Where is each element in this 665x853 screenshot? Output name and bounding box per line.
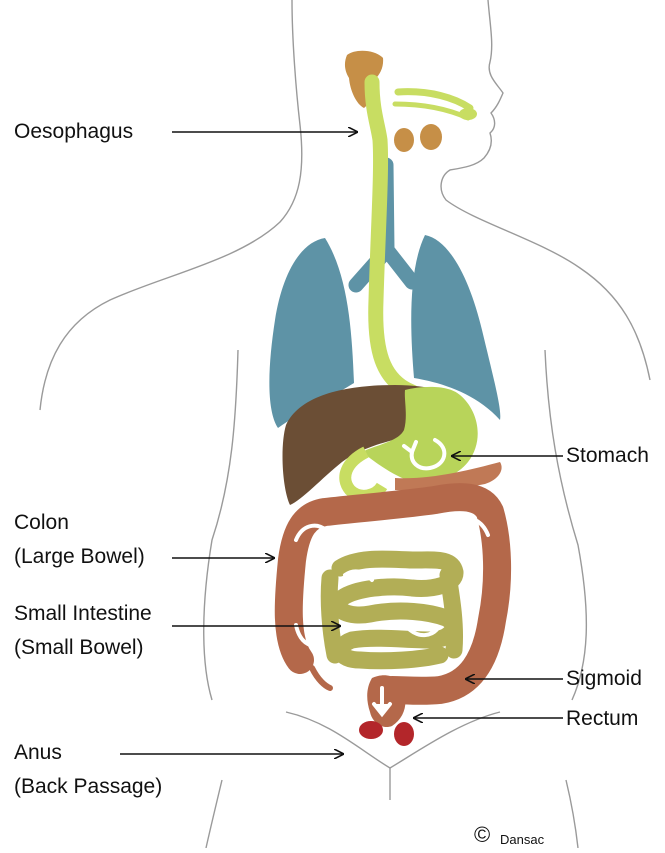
label-small-intestine-subtitle: (Small Bowel) [14, 637, 144, 658]
copyright-symbol: © [474, 822, 490, 848]
label-small-intestine: Small Intestine [14, 603, 152, 624]
label-anus: Anus [14, 742, 62, 763]
left-arm-inner [204, 350, 238, 700]
label-stomach: Stomach [566, 445, 649, 466]
label-colon: Colon [14, 512, 69, 533]
anus-left [359, 721, 383, 739]
label-rectum: Rectum [566, 708, 638, 729]
right-arm-inner [545, 350, 586, 700]
right-waist [566, 780, 578, 848]
rectum [367, 675, 405, 727]
label-oesophagus: Oesophagus [14, 121, 133, 142]
copyright-owner: Dansac [500, 832, 544, 847]
left-waist [206, 780, 222, 848]
label-colon-subtitle: (Large Bowel) [14, 546, 145, 567]
label-anus-subtitle: (Back Passage) [14, 776, 162, 797]
sublingual-gland-left [394, 128, 414, 152]
sublingual-gland-right [420, 124, 442, 150]
label-sigmoid: Sigmoid [566, 668, 642, 689]
anus-right [394, 722, 414, 746]
si-flow-arrow-1 [345, 571, 372, 580]
tongue [459, 108, 477, 120]
head-back-outline [40, 0, 302, 410]
